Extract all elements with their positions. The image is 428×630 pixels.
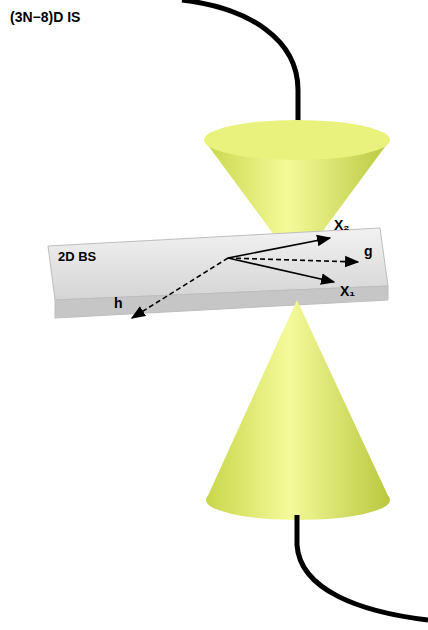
vector-label: h	[114, 296, 123, 311]
vector-arrow	[228, 238, 330, 258]
vector-label: X₁	[340, 284, 355, 299]
plane-label: 2D BS	[58, 250, 96, 264]
vector-label: g	[364, 244, 373, 259]
vector-arrow	[132, 258, 228, 318]
seam-curve	[297, 515, 428, 620]
upper-cone-rim	[204, 120, 390, 160]
region-label: (3N−8)D IS	[10, 10, 80, 25]
lower-cone-base	[206, 480, 390, 520]
vector-arrow	[228, 258, 334, 282]
vector-label: X₂	[334, 218, 350, 233]
branching-plane-edge	[55, 286, 388, 318]
vector-arrow	[228, 258, 358, 262]
lower-cone	[206, 300, 390, 500]
